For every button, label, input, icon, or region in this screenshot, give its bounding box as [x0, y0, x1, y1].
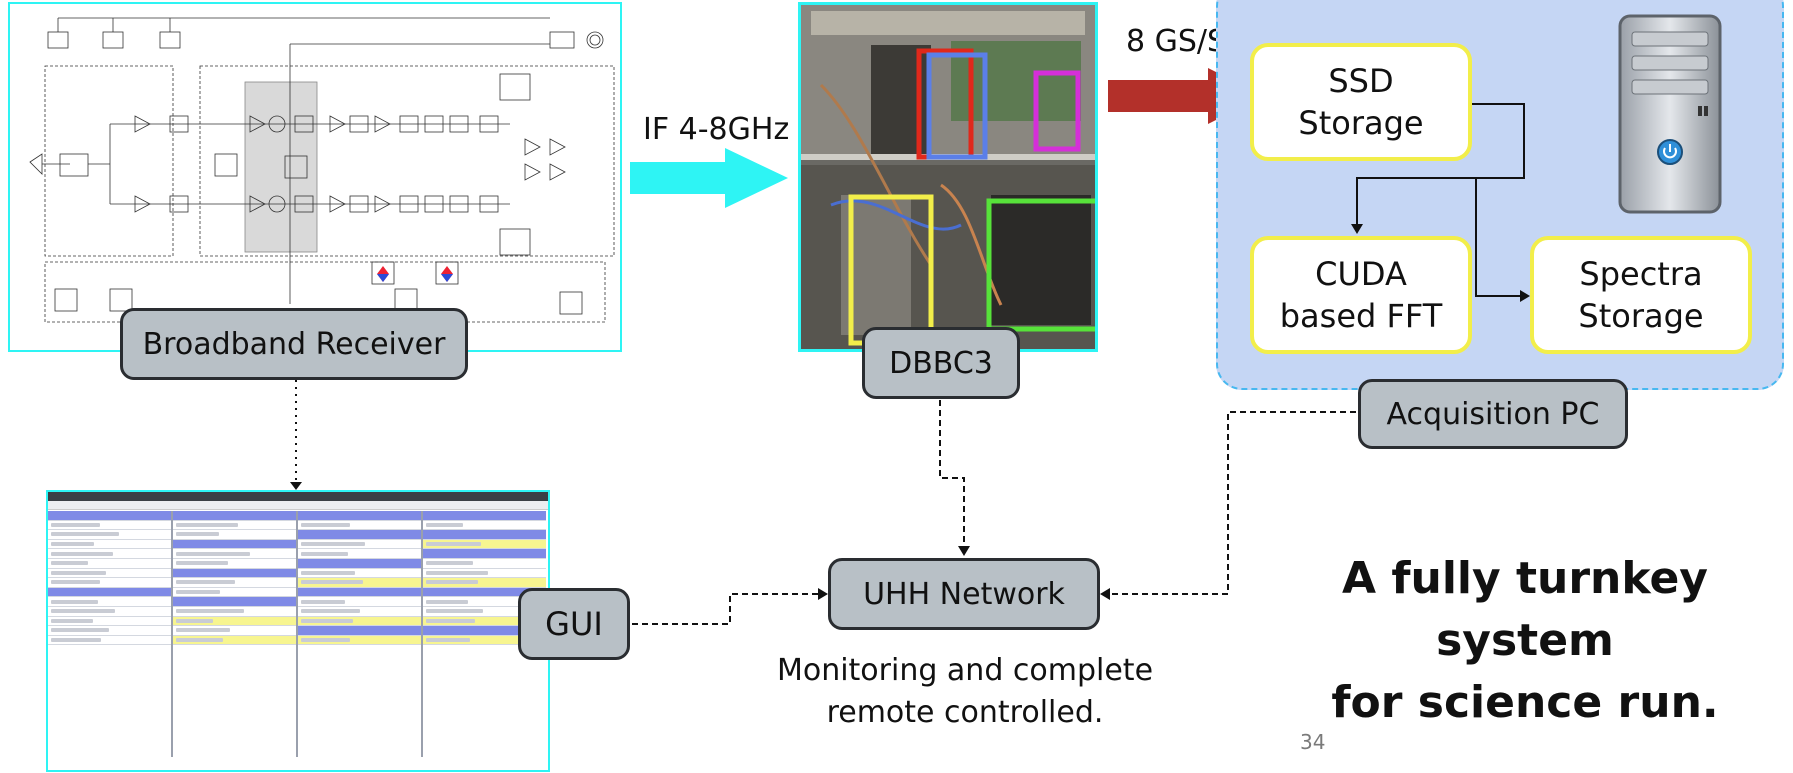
ssd-line1: SSD — [1328, 62, 1394, 100]
receiver-label-text: Broadband Receiver — [142, 326, 446, 362]
headline-line1: A fully turnkey system — [1342, 553, 1708, 666]
gui-column-4 — [423, 511, 546, 757]
headline-line2: for science run. — [1331, 677, 1719, 728]
spectra-line1: Spectra — [1579, 255, 1703, 293]
gui-table-grid — [48, 511, 546, 757]
dbbc3-hardware-illustration — [801, 5, 1095, 349]
cuda-line2: based FFT — [1279, 297, 1443, 335]
acquisition-pc-label-text: Acquisition PC — [1386, 396, 1600, 432]
gui-label: GUI — [518, 588, 630, 660]
if-arrow — [630, 148, 788, 208]
network-caption: Monitoring and complete remote controlle… — [760, 650, 1170, 734]
headline: A fully turnkey system for science run. — [1262, 548, 1788, 734]
uhh-network-label: UHH Network — [828, 558, 1100, 630]
receiver-schematic-panel — [8, 2, 622, 352]
acquisition-flow-arrows — [1351, 103, 1530, 302]
dbbc3-photo — [798, 2, 1098, 352]
spectra-storage-box: Spectra Storage — [1530, 236, 1752, 354]
dbbc3-label: DBBC3 — [862, 327, 1020, 399]
network-caption-line2: remote controlled. — [826, 695, 1104, 730]
receiver-schematic — [29, 17, 615, 323]
acquisition-pc-label: Acquisition PC — [1358, 379, 1628, 449]
receiver-label: Broadband Receiver — [120, 308, 468, 380]
computer-tower-icon — [1618, 14, 1722, 214]
gui-label-text: GUI — [545, 605, 603, 643]
spectra-line2: Storage — [1578, 297, 1704, 335]
uhh-network-label-text: UHH Network — [863, 576, 1065, 612]
ssd-storage-box: SSD Storage — [1250, 43, 1472, 161]
rate-arrow-label: 8 GS/S — [1126, 24, 1227, 59]
network-caption-line1: Monitoring and complete — [776, 653, 1154, 688]
gui-column-3 — [298, 511, 421, 757]
ssd-line2: Storage — [1298, 104, 1424, 142]
page-number: 34 — [1300, 730, 1326, 754]
cuda-fft-box: CUDA based FFT — [1250, 236, 1472, 354]
gui-column-2 — [173, 511, 296, 757]
gui-column-1 — [48, 511, 171, 757]
if-arrow-label: IF 4-8GHz — [643, 112, 790, 147]
cuda-line1: CUDA — [1315, 255, 1407, 293]
dbbc3-label-text: DBBC3 — [889, 345, 993, 381]
